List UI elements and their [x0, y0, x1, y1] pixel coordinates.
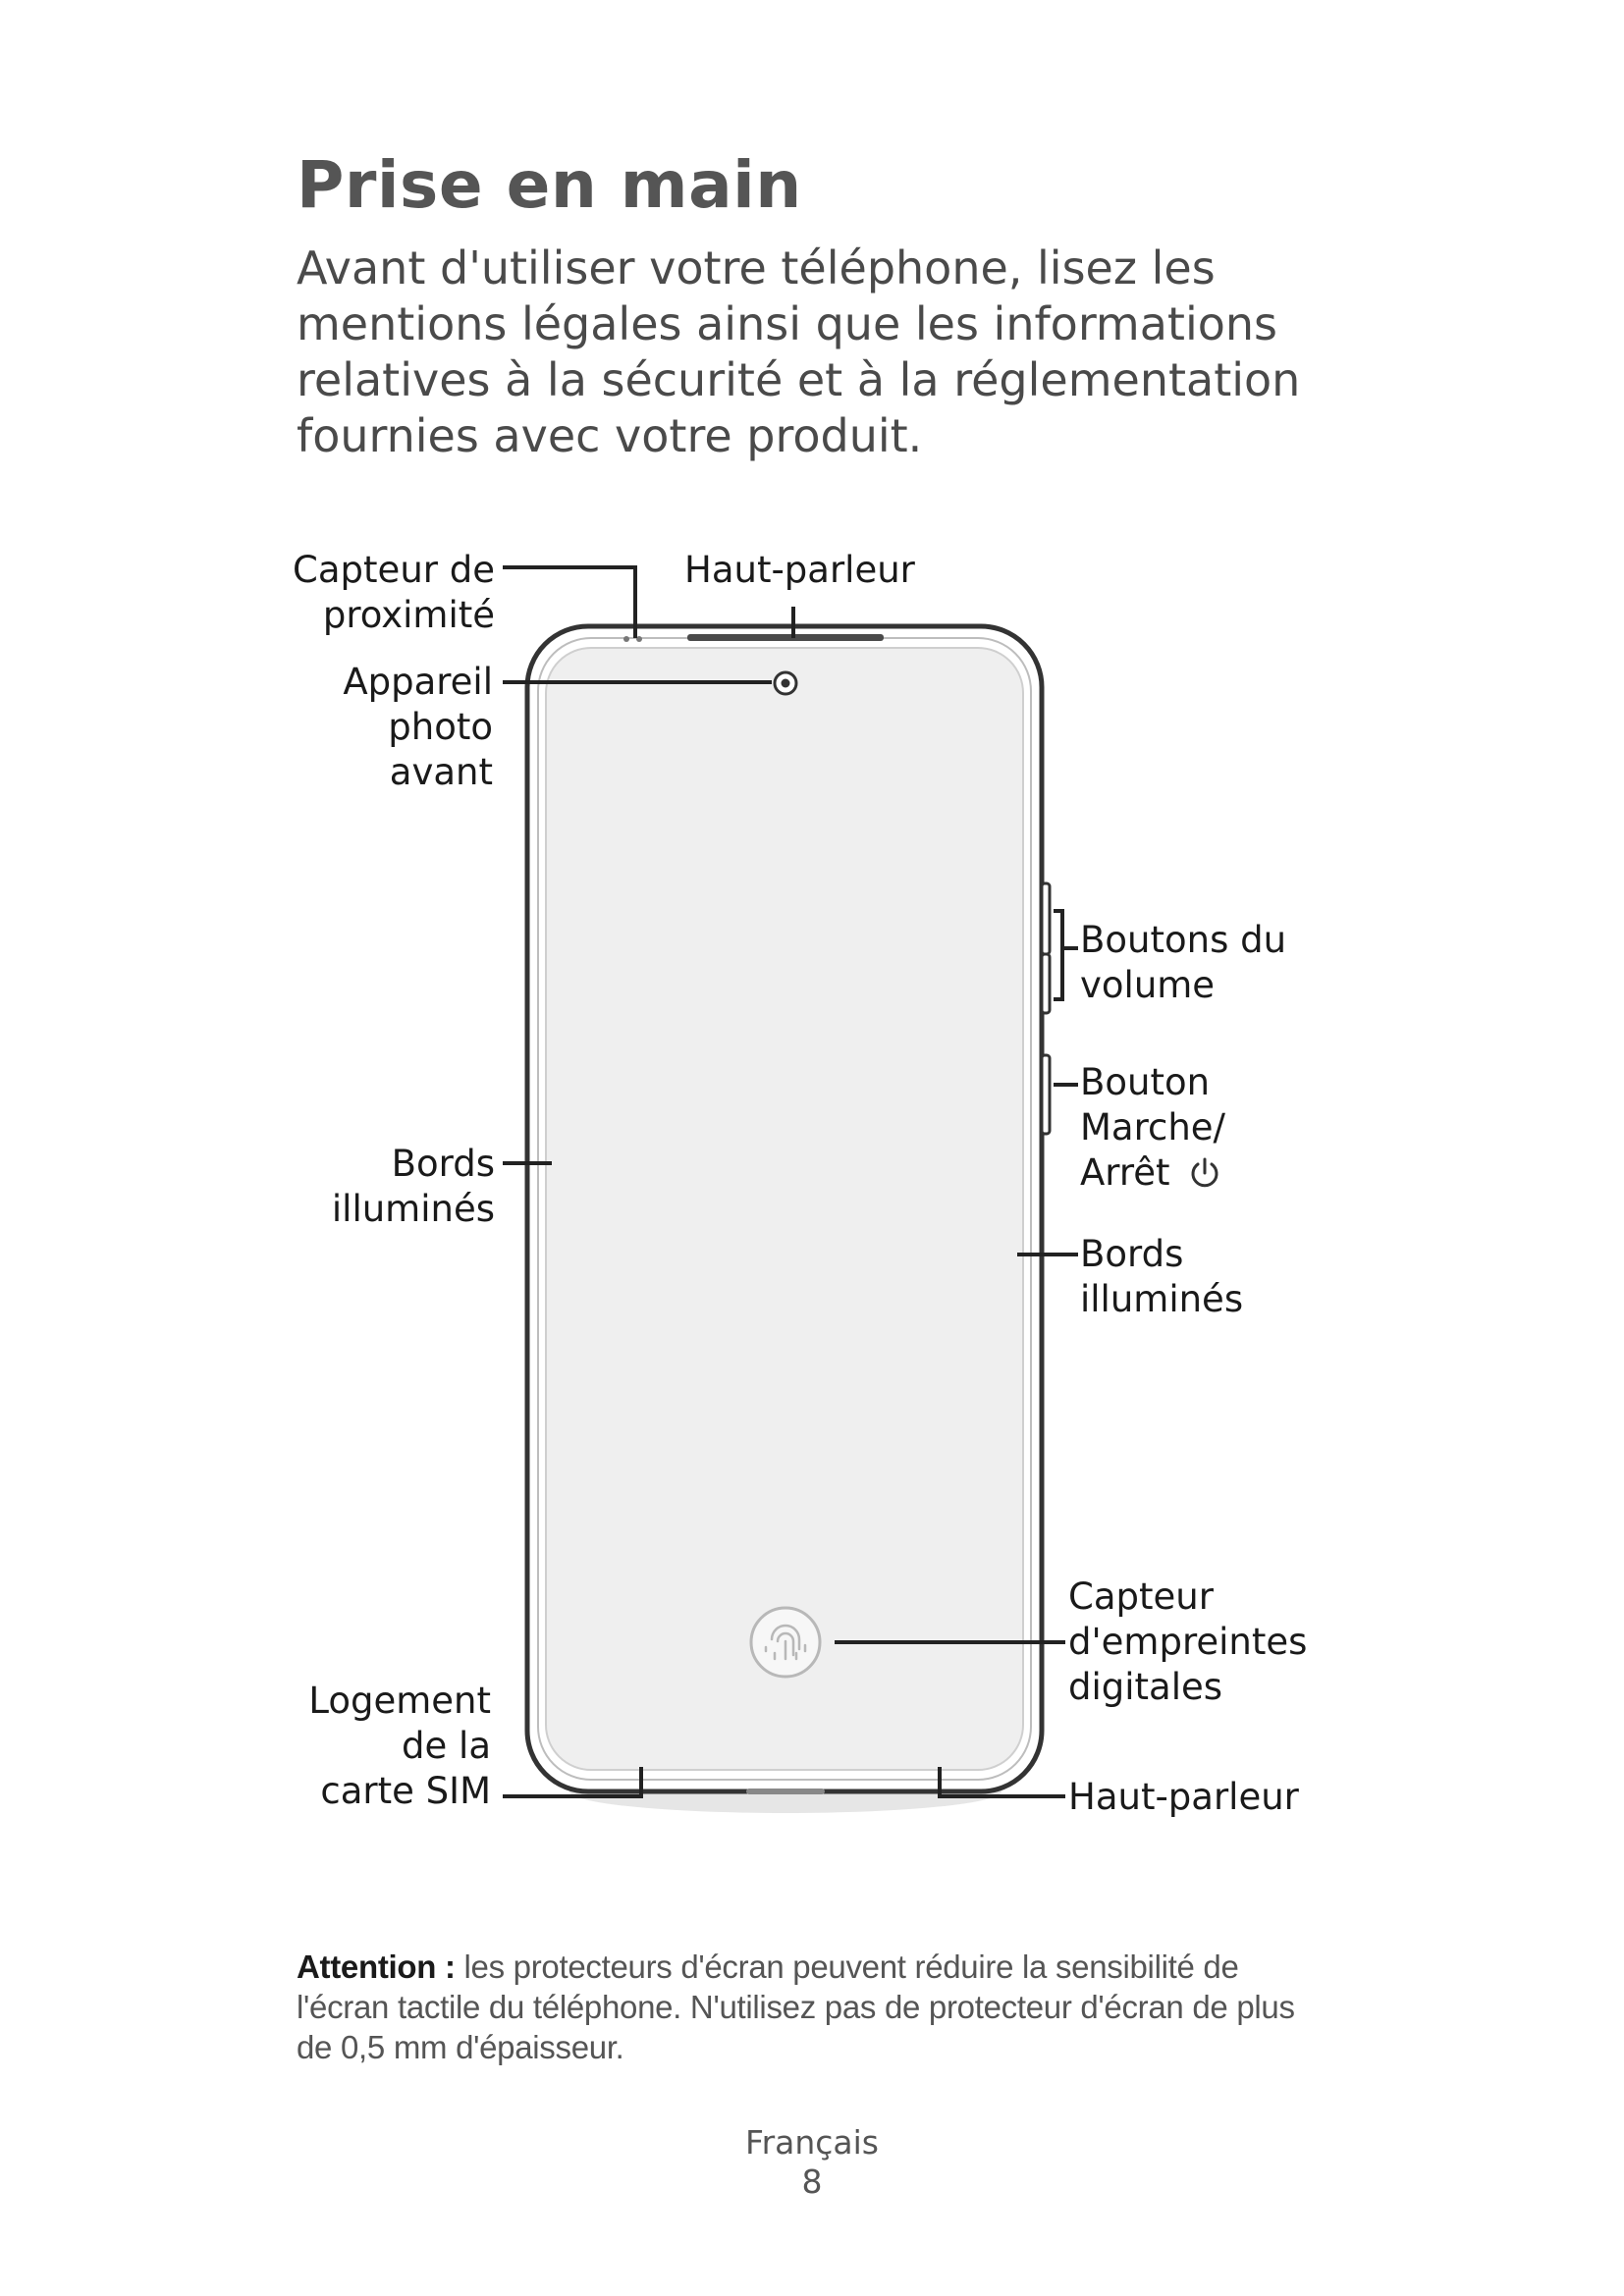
page-title: Prise en main: [297, 147, 802, 223]
label-volume-buttons: Boutons du volume: [1080, 919, 1287, 1006]
leader-bottom-speaker: [938, 1767, 1065, 1798]
label-bottom-speaker: Haut-parleur: [1068, 1776, 1299, 1818]
power-button: [1040, 1053, 1052, 1136]
intro-line: mentions légales ainsi que les informati…: [297, 297, 1277, 350]
leader-volume: [1054, 909, 1078, 1001]
leader-proximity: [503, 565, 637, 638]
leader-sim: [503, 1767, 643, 1798]
label-fingerprint-sensor: Capteur d'empreintes digitales: [1068, 1575, 1308, 1708]
usb-port: [746, 1789, 825, 1794]
volume-down-button: [1040, 952, 1052, 1015]
attention-text: les protecteurs d'écran peuvent réduire …: [297, 1949, 1295, 2065]
proximity-sensor-dot: [636, 636, 642, 642]
phone-body: [524, 623, 1052, 1813]
phone-screen: [545, 647, 1024, 1771]
label-proximity-sensor: Capteur de proximité: [293, 549, 495, 636]
camera-icon: [773, 670, 798, 696]
attention-label: Attention :: [297, 1949, 456, 1985]
fingerprint-icon: [749, 1606, 822, 1679]
label-edge-lighting-left: Bords illuminés: [331, 1143, 495, 1230]
volume-up-button: [1040, 881, 1052, 956]
label-sim-tray: Logement de la carte SIM: [308, 1680, 491, 1812]
intro-line: relatives à la sécurité et à la réglemen…: [297, 353, 1301, 406]
label-front-camera: Appareil photo avant: [343, 661, 493, 793]
power-icon: [1191, 1157, 1218, 1188]
proximity-sensor-dot: [623, 636, 629, 642]
intro-paragraph: Avant d'utiliser votre téléphone, lisez …: [297, 240, 1301, 464]
leader-lines: [503, 565, 1078, 1798]
footer-language: Français: [744, 2123, 879, 2162]
label-power-button: Bouton Marche/ Arrêt: [1080, 1061, 1226, 1196]
page-number: 8: [801, 2163, 823, 2201]
label-top-speaker: Haut-parleur: [684, 549, 915, 591]
attention-note: Attention : les protecteurs d'écran peuv…: [297, 1947, 1298, 2067]
intro-line: fournies avec votre produit.: [297, 409, 923, 462]
label-edge-lighting-right: Bords illuminés: [1080, 1233, 1244, 1320]
top-speaker-slot: [687, 634, 884, 641]
power-label-line: Arrêt: [1080, 1150, 1225, 1196]
intro-line: Avant d'utiliser votre téléphone, lisez …: [297, 241, 1216, 294]
